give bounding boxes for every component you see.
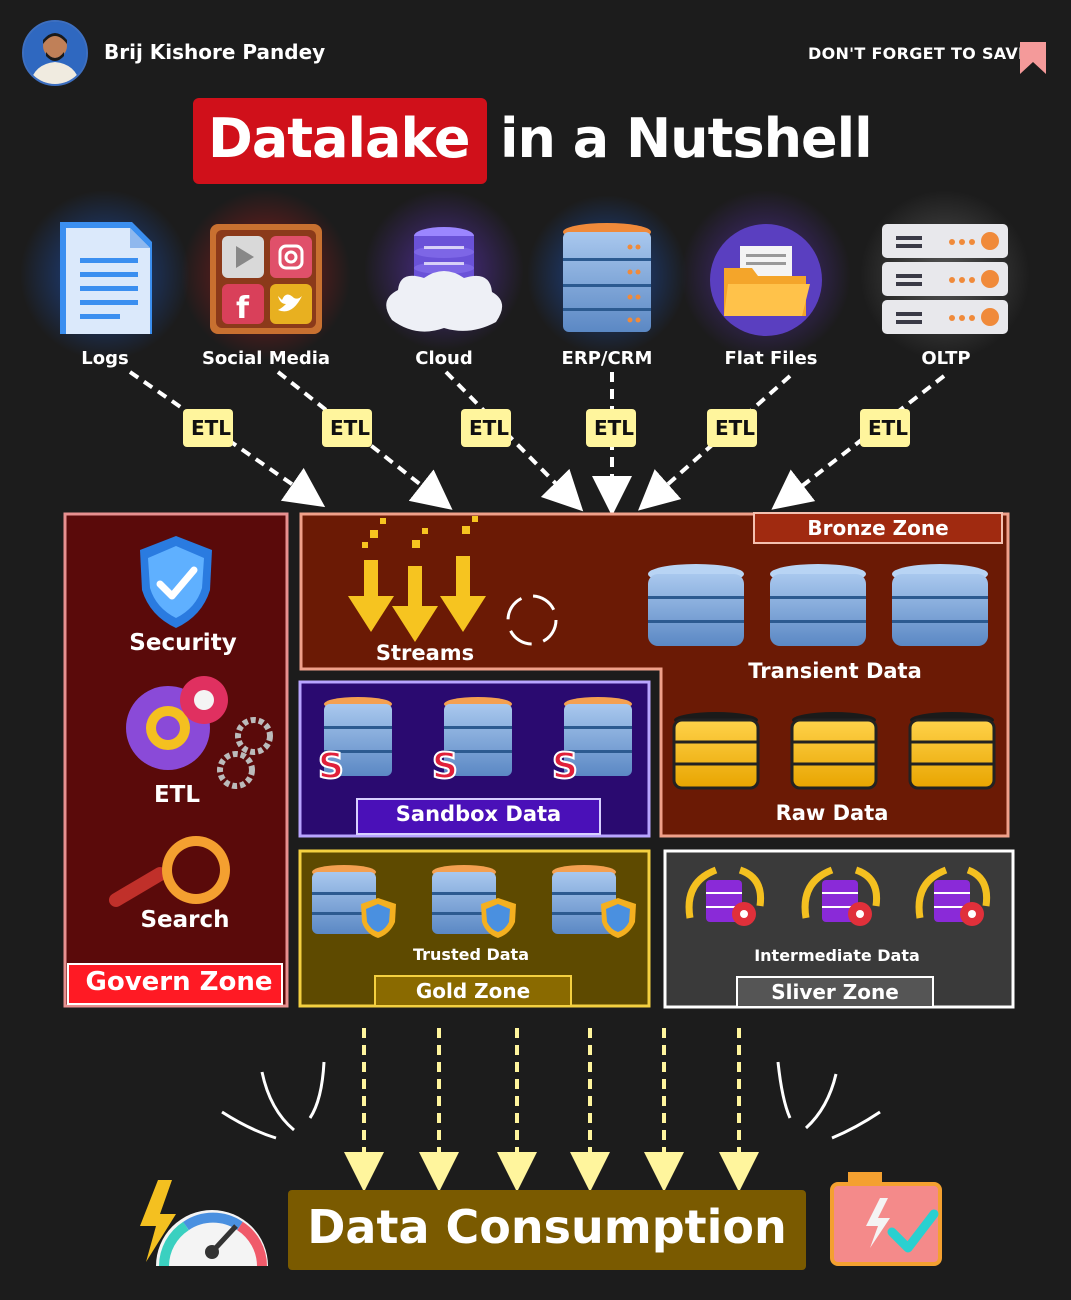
database-server-icon — [563, 223, 651, 332]
govern-item-security: Security — [129, 630, 237, 656]
refresh-icon — [506, 594, 558, 646]
source-label-social-media: Social Media — [201, 348, 331, 369]
govern-zone-title: Govern Zone — [85, 967, 273, 997]
intermediate-databases — [685, 866, 991, 926]
battery-check-icon — [830, 1172, 942, 1266]
title-highlight-box — [193, 98, 487, 184]
magnifier-icon — [109, 836, 230, 907]
bronze-zone-title: Bronze Zone — [807, 516, 949, 540]
data-consumption-label: Data Consumption — [307, 1200, 787, 1254]
cloud-database-icon — [386, 227, 503, 332]
govern-item-search: Search — [140, 907, 230, 933]
etl-tag: ETL — [461, 409, 511, 447]
server-rack-icon — [882, 224, 1008, 334]
source-label-cloud: Cloud — [415, 348, 473, 369]
data-consumption-box — [288, 1190, 806, 1270]
trusted-data-label: Trusted Data — [412, 945, 529, 964]
bookmark-icon[interactable] — [1018, 40, 1048, 76]
gold-zone-title: Gold Zone — [415, 979, 531, 1003]
svg-text:f: f — [236, 291, 250, 326]
avatar — [22, 20, 88, 86]
govern-item-etl: ETL — [153, 782, 201, 808]
etl-tag: ETL — [586, 409, 636, 447]
sandbox-zone-title: Sandbox Data — [395, 802, 562, 826]
trusted-databases — [312, 865, 636, 938]
document-icon — [60, 222, 152, 334]
svg-text:S: S — [318, 746, 344, 787]
etl-tag: ETL — [322, 409, 372, 447]
source-label-oltp: OLTP — [921, 348, 971, 369]
etl-tag: ETL — [183, 409, 233, 447]
transient-data-label: Transient Data — [748, 659, 922, 683]
etl-tag: ETL — [707, 409, 757, 447]
sandbox-databases: S S S — [317, 697, 632, 788]
raw-data-label: Raw Data — [775, 801, 889, 825]
social-media-icon: f — [210, 224, 322, 334]
silver-zone-title: Sliver Zone — [771, 980, 899, 1004]
author-name: Brij Kishore Pandey — [104, 40, 326, 64]
source-label-logs: Logs — [81, 348, 129, 369]
shield-icon — [140, 536, 212, 628]
intermediate-data-label: Intermediate Data — [754, 946, 920, 965]
save-reminder: DON'T FORGET TO SAVE — [808, 44, 1030, 63]
speedometer-icon — [140, 1180, 268, 1267]
svg-text:S: S — [552, 746, 578, 787]
etl-tag: ETL — [860, 409, 910, 447]
source-label-flat-files: Flat Files — [724, 348, 818, 369]
title-rest: in a Nutshell — [500, 107, 873, 170]
transient-databases — [648, 564, 988, 646]
svg-text:S: S — [432, 746, 458, 787]
folder-icon — [710, 224, 822, 336]
streams-label: Streams — [375, 641, 475, 665]
gear-icon — [126, 676, 273, 789]
title-highlight: Datalake — [208, 107, 471, 170]
raw-databases — [672, 712, 996, 790]
source-label-erp-crm: ERP/CRM — [561, 348, 653, 369]
stream-arrows-icon — [348, 516, 486, 642]
converging-lines — [221, 1061, 881, 1140]
